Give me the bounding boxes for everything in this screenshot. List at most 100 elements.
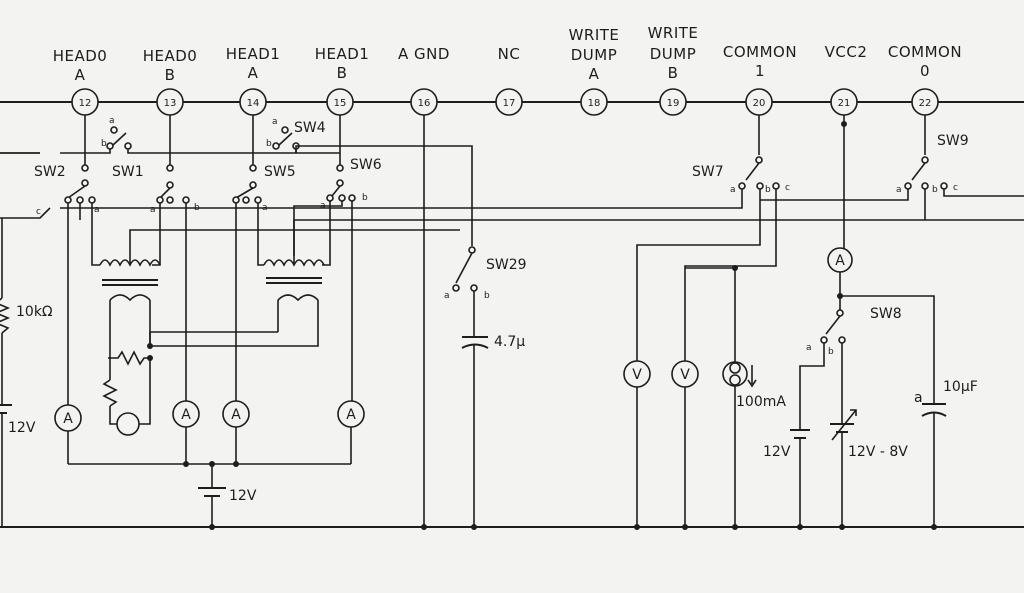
pin-labels: HEAD0 A HEAD0 B HEAD1 A HEAD1 B A GND NC… [53, 24, 962, 84]
pin-circles: 12 13 14 15 16 17 18 19 20 21 22 [71, 88, 939, 116]
pin13-sublabel: B [165, 66, 176, 84]
pin18-sublabel: DUMP [571, 46, 618, 64]
svg-text:b: b [484, 291, 490, 301]
sw8-label: SW8 [870, 306, 902, 322]
pin17-node: 17 [495, 88, 523, 116]
switch-sw4: SW4 a b [266, 117, 326, 153]
pin13-node: 13 [156, 88, 184, 116]
svg-text:15: 15 [334, 98, 347, 109]
pin17-label: NC [498, 45, 521, 63]
svg-text:A: A [63, 411, 73, 427]
svg-text:a: a [730, 185, 736, 195]
svg-text:17: 17 [503, 98, 516, 109]
left-supply-branch: 10kΩ 12V c [0, 152, 53, 527]
pin18-sublabel2: A [589, 65, 600, 83]
switch-sw5: SW5 a [232, 115, 296, 401]
pin16-label: A GND [398, 45, 450, 63]
svg-text:c: c [785, 183, 790, 193]
variable-supply-label: 12V - 8V [848, 444, 908, 460]
svg-text:A: A [835, 253, 845, 269]
pin14-sublabel: A [248, 64, 259, 82]
pin13-label: HEAD0 [143, 47, 198, 65]
pin14-node: 14 [239, 88, 267, 116]
svg-text:V: V [632, 367, 642, 383]
svg-text:b: b [101, 139, 107, 149]
pin15-label: HEAD1 [315, 45, 370, 63]
svg-text:b: b [828, 347, 834, 357]
pin22-node: 22 [911, 88, 939, 116]
switch-sw1: SW1 a b a b [0, 115, 340, 405]
sw9-label: SW9 [937, 133, 969, 149]
sw4-label: SW4 [294, 120, 326, 136]
svg-text:20: 20 [753, 98, 766, 109]
ammeter-tx1 [116, 412, 140, 436]
switch-sw7: SW7 a b c [60, 115, 790, 362]
pin18-node: 18 [580, 88, 608, 116]
pin12-node: 12 [71, 88, 99, 116]
switch-sw29: SW29 a b 4.7μ [295, 145, 527, 530]
svg-text:c: c [953, 183, 958, 193]
switch-sw8: A SW8 a b 12V 12V - 8V [763, 115, 935, 530]
svg-text:21: 21 [838, 98, 851, 109]
pin12-sublabel: A [75, 66, 86, 84]
svg-text:a: a [444, 291, 450, 301]
sw5-label: SW5 [264, 164, 296, 180]
svg-text:A: A [231, 407, 241, 423]
svg-text:c: c [36, 207, 41, 217]
sw7-label: SW7 [692, 164, 724, 180]
battery-left-label: 12V [8, 420, 36, 436]
pin14-label: HEAD1 [226, 45, 281, 63]
pin19-node: 19 [659, 88, 687, 116]
pin12-label: HEAD0 [53, 47, 108, 65]
transformer-1 [99, 229, 460, 436]
svg-text:b: b [765, 185, 771, 195]
pin20-sublabel: 1 [755, 62, 765, 80]
sw2-label: SW2 [34, 164, 66, 180]
svg-text:14: 14 [247, 98, 260, 109]
pin15-node: 15 [326, 88, 354, 116]
current-source [722, 361, 748, 387]
svg-text:12: 12 [79, 98, 92, 109]
sw6-label: SW6 [350, 157, 382, 173]
battery-sw8-label: 12V [763, 444, 791, 460]
sw1-label: SW1 [112, 164, 144, 180]
current-source-label: 100mA [736, 394, 786, 410]
pin21-label: VCC2 [825, 43, 868, 61]
battery-bottom-label: 12V [229, 488, 257, 504]
svg-text:b: b [932, 185, 938, 195]
svg-text:A: A [181, 407, 191, 423]
svg-text:a: a [109, 116, 115, 126]
cap-10uf: a 10μF [914, 379, 978, 530]
svg-text:13: 13 [164, 98, 177, 109]
pin22-sublabel: 0 [920, 62, 930, 80]
svg-text:a: a [94, 205, 100, 215]
pin21-node: 21 [830, 88, 858, 116]
svg-text:16: 16 [418, 98, 431, 109]
svg-text:a: a [896, 185, 902, 195]
svg-text:a: a [806, 343, 812, 353]
head-ammeters: A A A A 12V [54, 400, 365, 530]
svg-text:A: A [346, 407, 356, 423]
transformer-2 [149, 219, 1024, 347]
svg-text:19: 19 [667, 98, 680, 109]
pin18-label: WRITE [569, 26, 620, 44]
resistor-10k-label: 10kΩ [16, 304, 53, 320]
cap-10uf-label: 10μF [943, 379, 978, 395]
measurement-branch: V V 100mA [623, 265, 786, 530]
pin19-sublabel: DUMP [650, 45, 697, 63]
pin20-label: COMMON [723, 43, 797, 61]
switch-sw9: SW9 a b c [760, 115, 1024, 220]
sw29-label: SW29 [486, 257, 527, 273]
switch-sw6: SW6 a b [293, 115, 382, 401]
svg-text:22: 22 [919, 98, 932, 109]
pin20-node: 20 [745, 88, 773, 116]
svg-text:a: a [272, 117, 278, 127]
svg-text:18: 18 [588, 98, 601, 109]
pin16-node: 16 [410, 88, 438, 116]
switch-sw2: SW2 a [34, 115, 100, 405]
svg-text:b: b [362, 193, 368, 203]
svg-text:a: a [150, 205, 156, 215]
svg-text:b: b [266, 139, 272, 149]
